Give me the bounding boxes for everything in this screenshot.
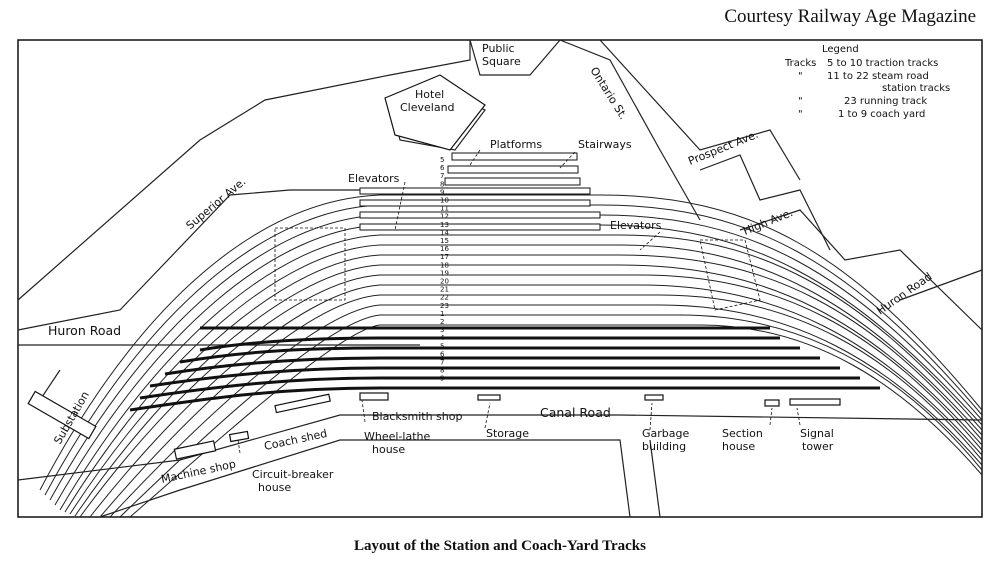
substation-building <box>27 390 97 440</box>
concourse-outline <box>274 227 346 301</box>
section-house-label-2: house <box>722 440 755 453</box>
track-number: 13 <box>440 221 449 229</box>
track-number: 22 <box>440 294 449 302</box>
section-house-label: Section <box>722 427 763 440</box>
track-number: 4 <box>440 334 445 342</box>
track-number: 6 <box>440 350 445 358</box>
courtesy-credit: Courtesy Railway Age Magazine <box>724 6 976 27</box>
track-number: 8 <box>440 180 444 188</box>
coach-shed-label: Coach shed <box>263 427 328 453</box>
track-number: 21 <box>440 286 449 294</box>
platforms-label: Platforms <box>490 138 542 151</box>
legend: Legend Tracks 5 to 10 traction tracks " … <box>784 44 950 120</box>
legend-row-1: 5 to 10 traction tracks <box>827 58 938 69</box>
map-frame <box>17 39 983 518</box>
coach-shed-building <box>274 393 331 414</box>
high-avenue-label: High Ave. <box>741 206 794 238</box>
elevators-left-label: Elevators <box>348 172 400 185</box>
street-outlines <box>17 39 983 518</box>
track-number: 8 <box>440 367 444 375</box>
legend-row-4: 23 running track <box>844 96 927 107</box>
track-number: 7 <box>440 359 444 367</box>
legend-row-3: station tracks <box>882 83 950 94</box>
track-number: 5 <box>440 156 444 164</box>
track-number: 20 <box>440 278 449 286</box>
track-number: 11 <box>440 205 449 213</box>
track-number: 15 <box>440 237 449 245</box>
track-number: 9 <box>440 188 444 196</box>
hotel-cleveland-building <box>384 74 486 151</box>
track-number: 18 <box>440 261 449 269</box>
machine-shop-label: Machine shop <box>160 457 237 486</box>
public-square-label: Public <box>482 42 515 55</box>
superior-avenue-label: Superior Ave. <box>184 175 249 232</box>
ontario-street-label: Ontario St. <box>587 65 629 122</box>
circuit-breaker-label-2: house <box>258 481 291 494</box>
track-number: 1 <box>440 310 444 318</box>
track-number: 19 <box>440 269 449 277</box>
huron-road-right-label: Huron Road <box>874 270 934 318</box>
yard-buildings <box>27 390 841 460</box>
legend-row-2-prefix: " <box>798 71 803 82</box>
track-number: 14 <box>440 229 449 237</box>
signal-tower-label: Signal <box>800 427 834 440</box>
track-number-column: 5678910111213141516171819202122231234567… <box>440 156 449 383</box>
track-number: 23 <box>440 302 449 310</box>
legend-row-5: 1 to 9 coach yard <box>838 109 925 120</box>
legend-row-2: 11 to 22 steam road <box>827 71 929 82</box>
concourse-outline-right <box>699 239 761 311</box>
hotel-label-2: Cleveland <box>400 101 455 114</box>
signal-tower-label-2: tower <box>802 440 834 453</box>
diagram-caption: Layout of the Station and Coach-Yard Tra… <box>354 538 646 554</box>
circuit-breaker-label: Circuit-breaker <box>252 468 334 481</box>
platforms <box>359 152 601 231</box>
blacksmith-shop-label: Blacksmith shop <box>372 410 462 423</box>
garbage-building-label: Garbage <box>642 427 689 440</box>
track-number: 12 <box>440 213 449 221</box>
stairways-label: Stairways <box>578 138 632 151</box>
section-house-building <box>764 399 780 407</box>
legend-title: Legend <box>822 44 859 55</box>
storage-building <box>477 394 501 401</box>
storage-label: Storage <box>486 427 529 440</box>
huron-road-left-label: Huron Road <box>48 323 121 338</box>
track-number: 9 <box>440 375 444 383</box>
wheel-lathe-label: Wheel-lathe <box>364 430 430 443</box>
garbage-building-label-2: building <box>642 440 686 453</box>
legend-row-5-prefix: " <box>798 109 803 120</box>
circuit-breaker-building <box>228 430 250 443</box>
blacksmith-building <box>359 392 389 401</box>
signal-tower-building <box>789 398 841 406</box>
track-number: 10 <box>440 197 449 205</box>
track-number: 5 <box>440 342 444 350</box>
track-number: 3 <box>440 326 444 334</box>
canal-road-label: Canal Road <box>540 405 611 420</box>
leader-lines <box>237 149 801 454</box>
track-number: 17 <box>440 253 449 261</box>
public-square-label-2: Square <box>482 55 521 68</box>
track-number: 2 <box>440 318 444 326</box>
track-number: 16 <box>440 245 449 253</box>
wheel-lathe-label-2: house <box>372 443 405 456</box>
coach-yard-tracks <box>129 326 880 412</box>
hotel-label: Hotel <box>415 88 444 101</box>
garbage-building <box>644 394 664 401</box>
legend-row-1-prefix: Tracks <box>784 58 816 69</box>
machine-shop-building <box>173 440 217 460</box>
track-number: 7 <box>440 172 444 180</box>
elevators-right-label: Elevators <box>610 219 662 232</box>
legend-row-4-prefix: " <box>798 96 803 107</box>
track-number: 6 <box>440 164 445 172</box>
